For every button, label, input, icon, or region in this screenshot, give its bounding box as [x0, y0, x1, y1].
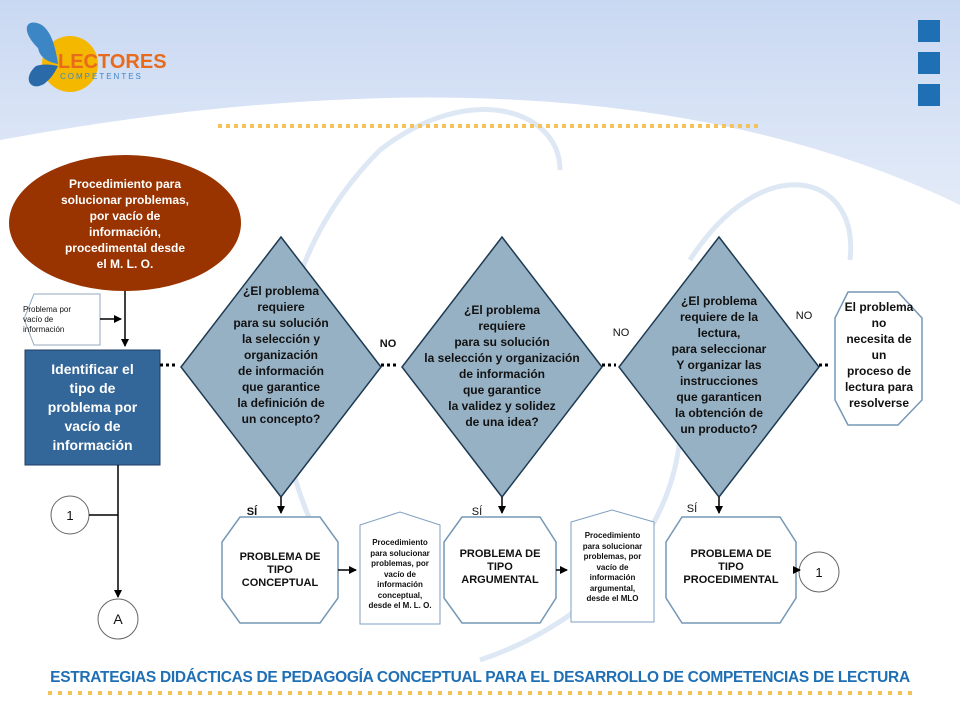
start-label: Procedimiento para solucionar problemas,…: [60, 177, 190, 271]
start-ellipse: [9, 155, 241, 291]
edge-label-no-1: NO: [379, 338, 397, 350]
outcome-label-1: PROBLEMA DE TIPO CONCEPTUAL: [239, 550, 321, 589]
input-note-label: Problema por vacío de información: [23, 305, 72, 334]
edges: [89, 291, 831, 598]
input-note-shape: [23, 293, 101, 346]
logo-subtitle: COMPETENTES: [60, 71, 143, 81]
connector-left-label: 1: [66, 507, 74, 523]
outcome-octagon-1: [221, 516, 339, 624]
connector-bottom-label: A: [113, 611, 123, 627]
procedure-label-2: Procedimiento para solucionar problemas,…: [582, 531, 643, 604]
footer-title: ESTRATEGIAS DIDÁCTICAS DE PEDAGOGÍA CONC…: [50, 669, 910, 686]
outcome-octagon-3: [665, 516, 797, 624]
edge-label-no-2: NO: [612, 327, 630, 339]
outcome-octagon-2: [443, 516, 557, 624]
decision-label-3: ¿El problema requiere de la lectura, par…: [671, 294, 767, 436]
connector-right-label: 1: [815, 564, 823, 580]
side-squares: [918, 20, 940, 106]
header-arc: [0, 0, 960, 205]
decision-label-1: ¿El problema requiere para su solución l…: [233, 284, 329, 426]
connector-bottom: [97, 598, 139, 640]
logo-mark: [26, 22, 98, 92]
outcome-label-3: PROBLEMA DE TIPO PROCEDIMENTAL: [683, 547, 779, 586]
decision-label-2: ¿El problema requiere para su solución l…: [424, 303, 580, 429]
edge-label-si-3: SÍ: [686, 503, 698, 515]
end-octagon: [834, 291, 923, 426]
process-label: Identificar el tipo de problema por vací…: [47, 361, 138, 453]
edge-label-no-3: NO: [795, 310, 813, 322]
outcome-label-2: PROBLEMA DE TIPO ARGUMENTAL: [459, 547, 541, 586]
end-label: El problema no necesita de un proceso de…: [844, 300, 914, 410]
procedure-shape-2: [570, 509, 655, 623]
logo-title: LECTORES: [58, 50, 167, 73]
edge-label-si-1: SÍ: [246, 506, 258, 518]
process-box: [24, 349, 161, 466]
procedure-shape-1: [359, 511, 441, 625]
edge-label-si-2: SÍ: [471, 506, 483, 518]
procedure-label-1: Procedimiento para solucionar problemas,…: [368, 538, 432, 611]
